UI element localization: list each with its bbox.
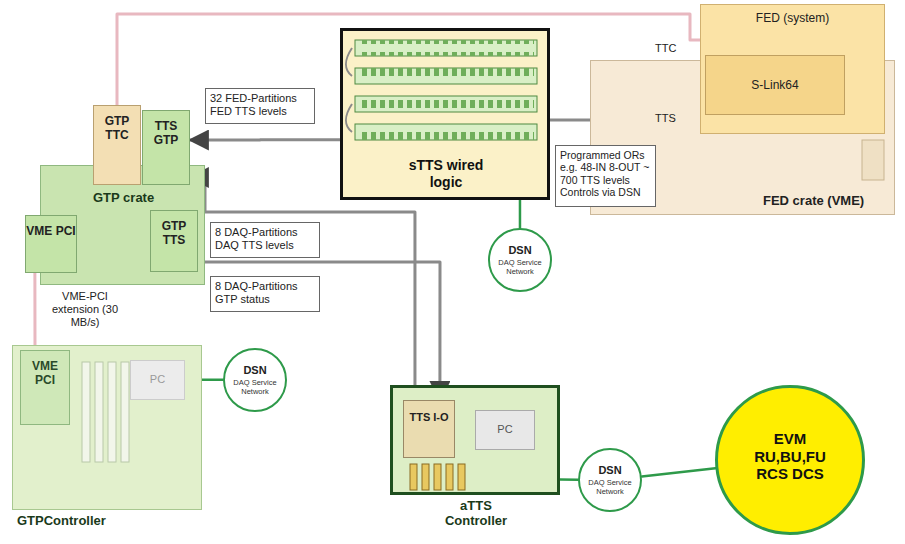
node-subtitle: DAQ Service Network [498,259,542,277]
pci-card: VME PCI [20,350,70,425]
pcb-chips [358,40,534,56]
node-title: TTS I-O [404,411,454,424]
system-circle: EVM RU,BU,FU RCS DCS [715,385,865,535]
jumper-cable [346,48,352,132]
signal-name: TTS [655,112,676,125]
pci-slot [108,362,116,462]
node-subtitle: DAQ Service Network [588,479,632,497]
cable-connector [202,378,223,381]
pci-slot [410,464,417,490]
pci-slot [422,464,429,490]
node-title: 32 FED-Partitions FED TTS levels [210,92,310,118]
pcb-chips [358,96,534,112]
pcb-cards [346,40,537,140]
node-title: FED crate (VME) [763,193,864,208]
node-title: S-Link64 [706,78,844,92]
cable-connector [190,178,415,401]
crate-box: GTP crateGTP TTCTTS GTPVME PCIGTP TTS [40,165,205,285]
callout-box: 8 DAQ-Partitions DAQ TTS levels [210,222,320,258]
cable-connector [519,200,522,228]
module-box: FED (system) S-Link64 [700,4,885,134]
logic-board: sTTS wired logic [340,28,550,200]
node-title: Programmed ORs e.g. 48-IN 8-OUT ~ 700 TT… [560,149,652,199]
crate-handle [862,140,884,180]
node-title: FED (system) [701,11,884,25]
network-circle: DSN DAQ Service Network [488,228,552,292]
pci-slot [121,362,129,462]
pc-box: PC [130,360,185,400]
node-subtitle: DAQ Service Network [233,379,277,397]
pci-slot [95,362,103,462]
circle-shape [489,229,551,291]
pcb-card [355,124,537,140]
node-title: GTPController [17,513,106,528]
pcb-card [355,40,537,56]
node-title: sTTS wired logic [405,157,487,190]
cable-connector [642,468,716,476]
cable-connector [560,478,578,481]
pci-slot [446,464,453,490]
node-title: VME PCI [21,359,69,387]
cable-connector [550,118,590,121]
node-title: 8 DAQ-Partitions DAQ TTS levels [215,226,315,252]
pci-slot [82,362,90,462]
cable-connector [33,273,36,350]
module-box: VME PCI [25,215,77,273]
fed-crate-rail [862,140,884,180]
callout-box: 8 DAQ-Partitions GTP status [210,276,320,312]
circle-shape [224,349,286,411]
link-card: S-Link64 [705,55,845,115]
node-title: 8 DAQ-Partitions GTP status [215,280,315,306]
callout-box: 32 FED-Partitions FED TTS levels [205,88,315,124]
pcb-chips [358,68,534,84]
module-box: TTS GTP [142,110,190,185]
module-box: GTP TTS [150,210,198,272]
cable-connector [198,262,440,400]
node-title: TTS GTP [143,119,189,147]
node-title: PC [476,423,534,436]
node-title: aTTS Controller [431,498,521,529]
module-box: GTP TTC [93,105,141,185]
node-title: PC [131,373,184,386]
link-note: VME-PCI extension (30 MB/s) [50,290,120,329]
node-title: DSN [578,464,642,477]
pcb-card [355,96,537,112]
computer-board: aTTS ControllerTTS I-OPC [390,385,560,495]
node-title: DSN [223,364,287,377]
atts-slots [410,464,465,490]
pcb-chips [358,124,534,140]
pci-slot [458,464,465,490]
circle-shape [579,449,641,511]
node-title: GTP TTS [151,219,197,247]
pci-slots [82,362,129,462]
pci-slot [434,464,441,490]
node-title: EVM RU,BU,FU RCS DCS [745,430,835,483]
network-circle: DSN DAQ Service Network [578,448,642,512]
node-title: GTP TTC [94,114,140,142]
node-title: GTP crate [93,190,154,205]
node-title: VME PCI [26,224,76,238]
io-card: TTS I-O [403,400,455,458]
callout-box: Programmed ORs e.g. 48-IN 8-OUT ~ 700 TT… [555,145,656,207]
pc-box: PC [475,410,535,450]
computer-board: GTPControllerVME PCIPC [12,345,202,510]
network-circle: DSN DAQ Service Network [223,348,287,412]
cable-connector [190,138,340,141]
circle-shape [717,387,864,534]
signal-name: TTC [655,42,676,55]
pcb-card [355,68,537,84]
node-title: DSN [488,244,552,257]
